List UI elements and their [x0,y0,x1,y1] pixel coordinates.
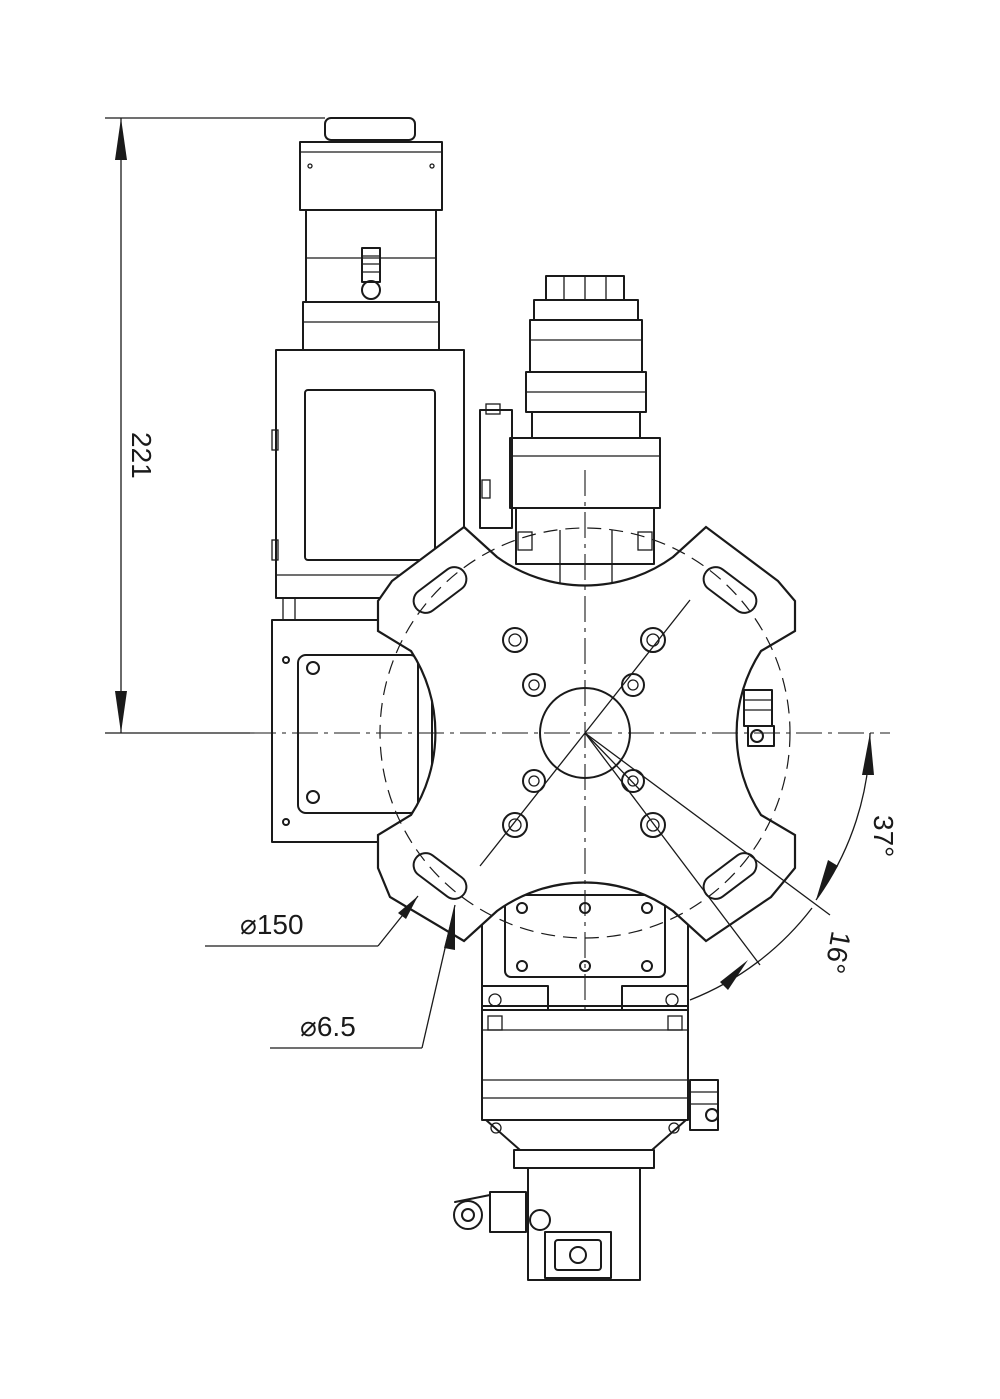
dimension-angle-16: 16° [689,907,857,1001]
dimension-angle-16-label: 16° [819,929,857,976]
dimension-angle-37-label: 37° [868,815,899,857]
side-housing [271,619,433,843]
dimension-angle-37: 37° [815,732,899,901]
motor-assembly [271,117,465,620]
slot-top-left [412,566,468,614]
dimension-height: 221 [105,117,325,734]
slot-bottom-left [412,852,468,900]
dimension-flange-diameter: ⌀150 [205,895,419,947]
dimension-hole-diameter: ⌀6.5 [270,904,456,1049]
dimension-hole-diameter-label: ⌀6.5 [300,1011,356,1042]
slot-top-right [702,566,758,614]
top-connector [479,275,661,596]
bottom-assembly [453,875,719,1281]
dimension-height-label: 221 [126,432,157,479]
dimension-flange-diameter-label: ⌀150 [240,909,304,940]
center-lines [250,470,890,1010]
side-fitting [743,689,775,747]
